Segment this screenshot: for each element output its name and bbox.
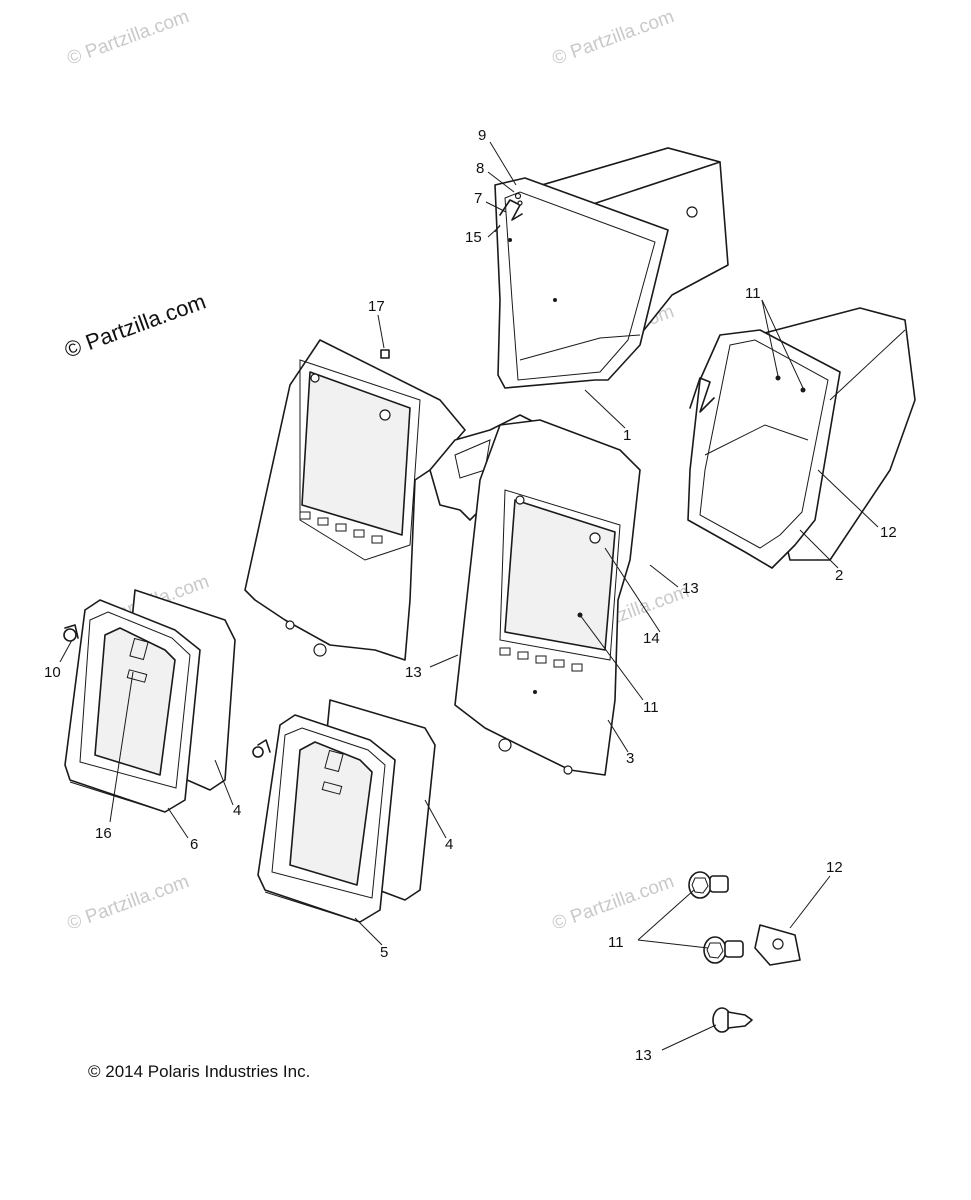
leader-lines (59, 141, 879, 1051)
bolt-11-upper (688, 871, 729, 899)
callout-14: 14 (643, 630, 660, 647)
callout-7: 7 (474, 190, 482, 207)
callout-9: 9 (478, 127, 486, 144)
bolt-11-lower (703, 936, 744, 964)
callout-1: 1 (623, 427, 631, 444)
watermark-top-left: © Partzilla.com (65, 6, 192, 70)
part-2-duct-right (687, 307, 916, 569)
part-3-housing (244, 339, 641, 776)
detail-hardware (688, 871, 801, 1033)
callout-15: 15 (465, 229, 482, 246)
push-pin-13 (712, 1007, 753, 1033)
copyright-text: © 2014 Polaris Industries Inc. (88, 1062, 310, 1081)
watermark-top-right: © Partzilla.com (550, 6, 677, 70)
callout-3: 3 (626, 750, 634, 767)
callout-11-bottom: 11 (608, 934, 624, 951)
callout-4-right: 4 (445, 836, 453, 853)
callout-13-right: 13 (682, 580, 699, 597)
callout-6: 6 (190, 836, 198, 853)
watermark-bottom-left: © Partzilla.com (65, 871, 192, 935)
callout-4-left: 4 (233, 802, 241, 819)
part-5-door-right (257, 699, 436, 923)
fastener-mid (252, 739, 271, 758)
watermark-primary: © Partzilla.com (61, 289, 209, 363)
callout-11-mid: 11 (643, 699, 659, 716)
nut-12 (754, 924, 801, 966)
callout-10: 10 (44, 664, 61, 681)
part-6-door-left (64, 589, 236, 813)
callout-17: 17 (368, 298, 385, 315)
watermark-bottom-right: © Partzilla.com (550, 871, 677, 935)
callouts: 9 8 7 15 17 1 11 12 2 13 14 11 13 3 10 4… (44, 127, 897, 1064)
part-17-nut (380, 349, 390, 359)
callout-13-bottom: 13 (635, 1047, 652, 1064)
callout-12-top: 12 (880, 524, 897, 541)
callout-2: 2 (835, 567, 843, 584)
part-10-fastener (63, 624, 79, 642)
callout-16: 16 (95, 825, 112, 842)
callout-5: 5 (380, 944, 388, 961)
callout-12-bottom: 12 (826, 859, 843, 876)
part-1-duct-upper (494, 147, 729, 389)
hardware-7-8-9-15 (494, 192, 523, 233)
callout-11-top: 11 (745, 285, 761, 302)
callout-13-mid: 13 (405, 664, 422, 681)
callout-8: 8 (476, 160, 484, 177)
